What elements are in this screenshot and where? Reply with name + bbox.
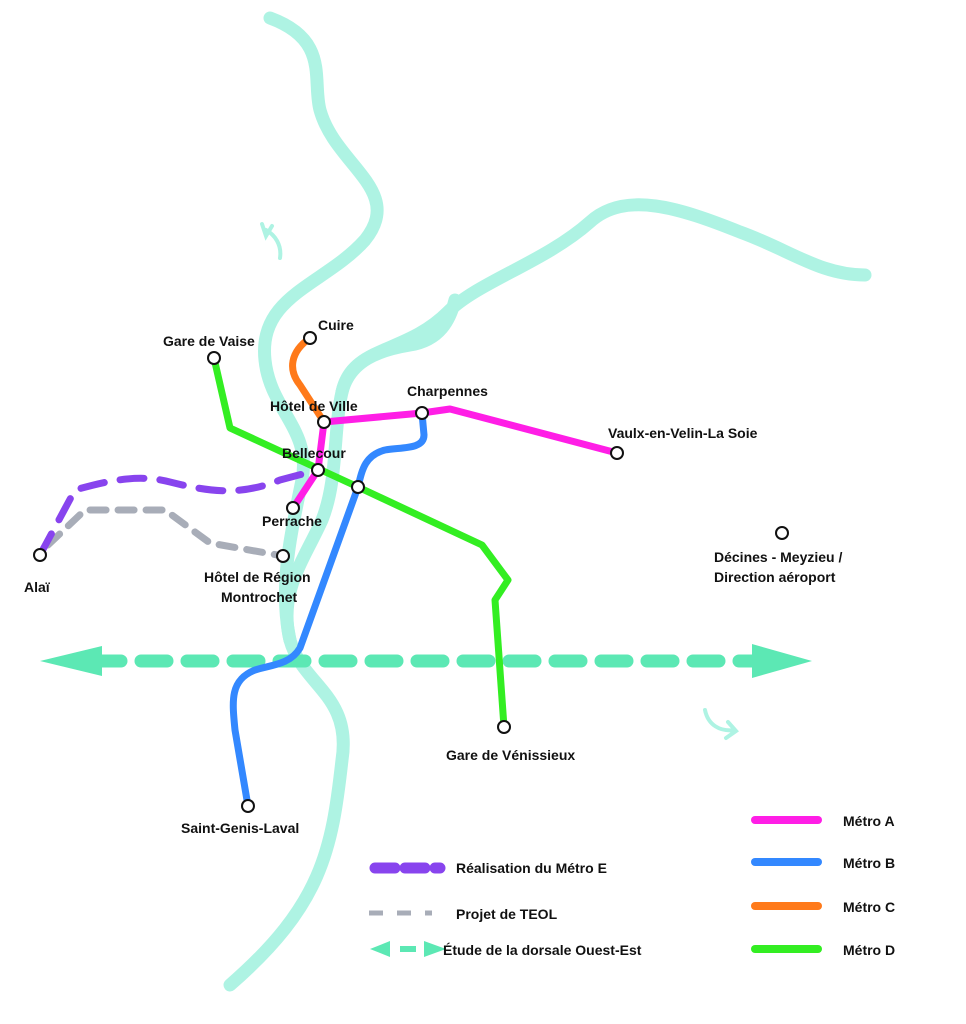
arrow-left-icon	[40, 646, 102, 676]
station-decines[interactable]	[775, 526, 789, 540]
legend-metro-c: Métro C	[843, 899, 895, 915]
label-venissieux: Gare de Vénissieux	[446, 747, 575, 763]
label-cuire: Cuire	[318, 317, 354, 333]
legend-metro-e: Réalisation du Métro E	[456, 860, 607, 876]
label-perrache: Perrache	[262, 513, 322, 529]
label-hotel-de-ville: Hôtel de Ville	[270, 398, 358, 414]
label-vaulx: Vaulx-en-Velin-La Soie	[608, 425, 758, 441]
river-flow-arrow-icon	[260, 222, 283, 260]
station-alai[interactable]	[33, 548, 47, 562]
legend-metro-b: Métro B	[843, 855, 895, 871]
label-alai: Alaï	[24, 579, 51, 595]
dorsale-ouest-est	[40, 644, 812, 678]
station-bellecour[interactable]	[311, 463, 325, 477]
saone-river	[223, 11, 384, 992]
arrow-right-icon	[752, 644, 812, 678]
legend-swatch-dorsale	[370, 941, 446, 957]
label-montrochet: Montrochet	[221, 589, 298, 605]
label-direction-aeroport: Direction aéroport	[714, 569, 836, 585]
label-decines: Décines - Meyzieu /	[714, 549, 842, 565]
legend-metro-a: Métro A	[843, 813, 895, 829]
station-gare-de-vaise[interactable]	[207, 351, 221, 365]
station-hotel-de-ville[interactable]	[317, 415, 331, 429]
metro-d-line	[210, 354, 512, 731]
rhone-branch	[335, 293, 462, 399]
station-vaulx[interactable]	[610, 446, 624, 460]
station-cuire[interactable]	[303, 331, 317, 345]
teol-line	[44, 506, 287, 560]
label-gare-de-vaise: Gare de Vaise	[163, 333, 255, 349]
station-saint-genis[interactable]	[241, 799, 255, 813]
label-saint-genis: Saint-Genis-Laval	[181, 820, 299, 836]
station-perrache[interactable]	[286, 501, 300, 515]
legend-metro-d: Métro D	[843, 942, 895, 958]
river-flow-arrow-icon	[703, 708, 739, 740]
metro-e-line	[36, 466, 322, 559]
station-hotel-de-region[interactable]	[276, 549, 290, 563]
legend-teol: Projet de TEOL	[456, 906, 558, 922]
label-charpennes: Charpennes	[407, 383, 488, 399]
label-hotel-region: Hôtel de Région	[204, 569, 311, 585]
station-charpennes[interactable]	[415, 406, 429, 420]
station-saxe-gambetta[interactable]	[351, 480, 365, 494]
label-bellecour: Bellecour	[282, 445, 346, 461]
metro-a-line	[289, 405, 621, 512]
legend-dorsale: Étude de la dorsale Ouest-Est	[443, 942, 642, 958]
legend: Réalisation du Métro E Projet de TEOL Ét…	[369, 813, 895, 958]
metro-b-line	[229, 409, 428, 810]
metro-c-line	[289, 334, 328, 426]
station-venissieux[interactable]	[497, 720, 511, 734]
